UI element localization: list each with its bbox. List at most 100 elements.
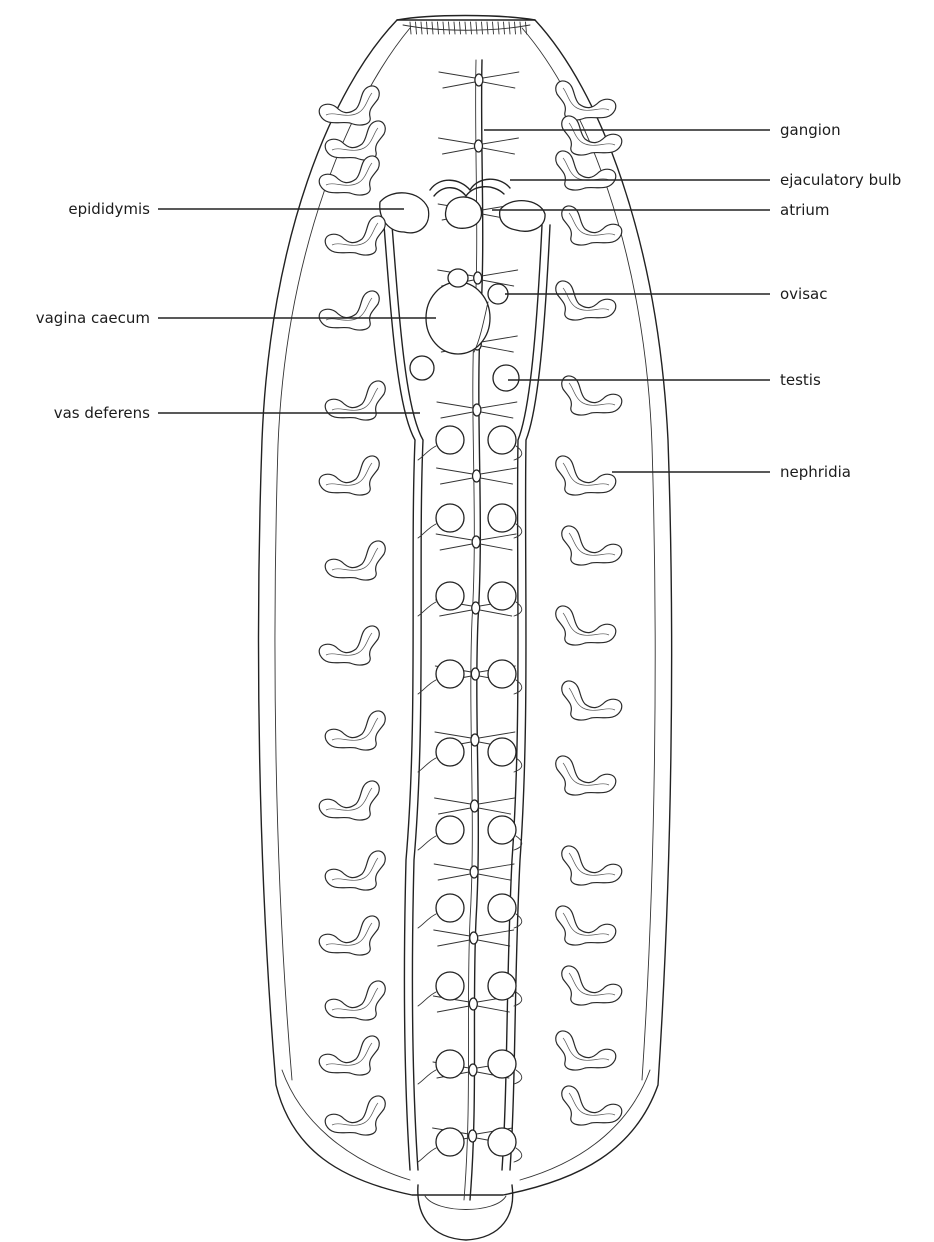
ganglion-body [470, 932, 478, 944]
testis [488, 1050, 516, 1078]
nephridium-coil [562, 681, 622, 720]
nephridium [562, 376, 622, 415]
nerve-cord [464, 60, 483, 1200]
nephridium [556, 1031, 616, 1070]
testis-duct [418, 992, 436, 1006]
ganglion [439, 72, 519, 88]
nerve-branch [481, 336, 517, 342]
nerve-branch [434, 864, 470, 870]
nerve-branch [441, 478, 473, 484]
testis [436, 894, 464, 922]
nerve-branch [483, 82, 515, 88]
nerve-branch [481, 468, 517, 474]
nephridium-coil [562, 846, 622, 885]
nerve-branch [483, 72, 519, 78]
nephridium-coil [556, 606, 616, 645]
testis-duct [514, 1148, 522, 1162]
nephridium [325, 216, 385, 255]
ganglion [436, 534, 516, 550]
ganglion-body [474, 272, 482, 284]
testis [488, 738, 516, 766]
nephridium-coil [556, 456, 616, 495]
ganglion [437, 402, 517, 418]
label-testis: testis [780, 371, 821, 389]
testis [488, 1128, 516, 1156]
nerve-branch [478, 940, 510, 946]
nephridium [325, 541, 385, 580]
testis [436, 582, 464, 610]
ganglion-body [474, 140, 482, 152]
nephridium [325, 381, 385, 420]
nephridium-coil [556, 281, 616, 320]
nephridium-coil [562, 966, 622, 1005]
ganglion [434, 864, 514, 880]
nerve-branch [440, 610, 472, 616]
testis-pair [418, 660, 522, 694]
label-epididymis: epididymis [68, 200, 150, 218]
nephridium [556, 81, 616, 120]
testis [436, 1050, 464, 1078]
ganglion-body [469, 1064, 477, 1076]
ganglion [434, 930, 514, 946]
testis [436, 816, 464, 844]
nerve-branch [442, 148, 474, 154]
vas-deferens-ducts [384, 225, 550, 1170]
testis-duct [514, 758, 522, 772]
ganglion-body [470, 866, 478, 878]
testis-pair [418, 816, 522, 850]
nephridium [562, 116, 622, 155]
nephridium-coil [556, 81, 616, 120]
nerve-branch [481, 346, 513, 352]
nephridium-coil [556, 756, 616, 795]
nephridium [319, 86, 379, 125]
nephridium-coil [325, 121, 385, 160]
nephridium-coil [325, 216, 385, 255]
nephridium-coil [562, 376, 622, 415]
testis-pair [418, 426, 522, 460]
nephridium-coil [319, 1036, 379, 1075]
nephridium [319, 1036, 379, 1075]
nephridium-coil [325, 1096, 385, 1135]
nerve-branch [478, 864, 514, 870]
nephridium [319, 781, 379, 820]
testis [488, 582, 516, 610]
nerve-branch [437, 468, 473, 474]
nerve-branch [477, 1006, 509, 1012]
nerve-branch [439, 808, 471, 814]
ridge-line [515, 22, 516, 34]
testis [488, 894, 516, 922]
testis-duct [418, 1070, 436, 1084]
nephridium-coil [319, 781, 379, 820]
ganglion [438, 138, 518, 154]
ridge-line [465, 22, 466, 34]
ridge-line [504, 22, 505, 34]
nephridium-coil [325, 851, 385, 890]
nerve-branch [436, 534, 472, 540]
ridge-line [454, 22, 455, 34]
nephridium [556, 756, 616, 795]
label-vas-deferens: vas deferens [54, 404, 150, 422]
ganglion [435, 798, 515, 814]
nephridium [325, 121, 385, 160]
ganglion-body [469, 1130, 477, 1142]
nerve-branch [480, 610, 512, 616]
label-atrium: atrium [780, 201, 830, 219]
ganglion-body [471, 668, 479, 680]
testis-duct [418, 836, 436, 850]
nephridium-coil [325, 381, 385, 420]
ridge-line [427, 22, 428, 34]
nephridium-coil [562, 206, 622, 245]
nephridium [319, 916, 379, 955]
ridge-line [443, 22, 444, 34]
ridge-line [509, 22, 510, 34]
label-vagina-caecum: vagina caecum [36, 309, 150, 327]
nerve-branch [482, 148, 514, 154]
nephridium-coil [562, 1086, 622, 1125]
testis [488, 816, 516, 844]
ridge-line [438, 22, 439, 34]
nephridium [562, 846, 622, 885]
nerve-branch [480, 534, 516, 540]
testis-pair [418, 738, 522, 772]
ridge-line [482, 22, 483, 34]
